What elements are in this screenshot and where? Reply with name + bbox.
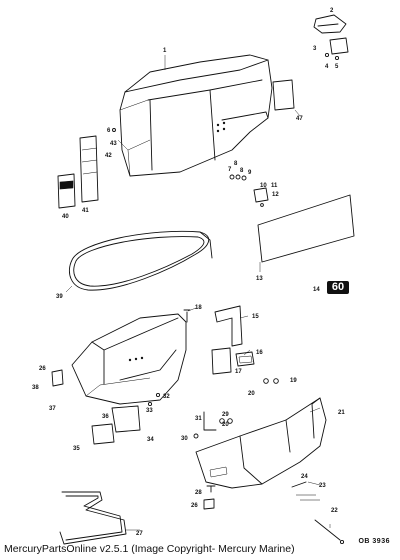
callout-10: 10 [260, 183, 267, 189]
callout-32: 32 [163, 394, 170, 400]
callout-24: 24 [301, 474, 308, 480]
callout-16: 16 [256, 350, 263, 356]
latch-hardware [229, 174, 269, 207]
callout-4: 4 [325, 64, 329, 70]
callout-5: 5 [335, 64, 339, 70]
callout-36: 36 [102, 414, 109, 420]
side-decals [57, 128, 116, 209]
callout-27: 27 [136, 531, 143, 537]
cowl-frame-27 [59, 491, 127, 545]
top-cowl [119, 54, 273, 177]
callout-6: 6 [107, 128, 111, 134]
lower-cowl-starboard [195, 397, 327, 489]
callout-43: 43 [110, 141, 117, 147]
callout-20b: 20 [222, 422, 229, 428]
callout-29: 29 [222, 412, 229, 418]
decal-panel-13 [257, 194, 355, 263]
callout-2: 2 [330, 8, 334, 14]
callout-35: 35 [73, 446, 80, 452]
callout-15: 15 [252, 314, 259, 320]
callout-14: 14 [313, 287, 320, 293]
callout-41: 41 [82, 208, 89, 214]
side-fasteners [219, 378, 279, 424]
callout-19: 19 [290, 378, 297, 384]
horsepower-decal-badge: 60 [327, 281, 349, 294]
callout-33: 33 [146, 408, 153, 414]
callout-38: 38 [32, 385, 39, 391]
callout-26b: 26 [191, 503, 198, 509]
callout-30: 30 [181, 436, 188, 442]
callout-31: 31 [195, 416, 202, 422]
decal-47 [272, 79, 295, 111]
callout-12: 12 [272, 192, 279, 198]
callout-34: 34 [147, 437, 154, 443]
callout-26: 26 [39, 366, 46, 372]
drawing-reference-code: OB 3936 [358, 538, 390, 545]
callout-8b: 8 [240, 168, 244, 174]
callout-23: 23 [319, 483, 326, 489]
callout-8: 8 [234, 161, 238, 167]
cowl-seal [68, 230, 213, 291]
latch-assembly [313, 14, 349, 61]
callout-11: 11 [271, 183, 278, 189]
callout-21: 21 [338, 410, 345, 416]
callout-37: 37 [49, 406, 56, 412]
callout-7: 7 [228, 167, 232, 173]
callout-40: 40 [62, 214, 69, 220]
copyright-footer: MercuryPartsOnline v2.5.1 (Image Copyrig… [4, 543, 295, 555]
callout-17: 17 [235, 369, 242, 375]
callout-39: 39 [56, 294, 63, 300]
lower-cowl-port [51, 313, 187, 405]
callout-20: 20 [248, 391, 255, 397]
lower-hardware [203, 481, 345, 545]
callout-1: 1 [163, 48, 167, 54]
callout-47: 47 [296, 116, 303, 122]
callout-3: 3 [313, 46, 317, 52]
bracket-assembly [183, 305, 255, 375]
callout-42: 42 [105, 153, 112, 159]
callout-9: 9 [248, 170, 252, 176]
callout-labels: 2 1 3 4 5 47 6 43 42 8 7 8 9 10 11 12 40… [32, 8, 345, 537]
callout-13: 13 [256, 276, 263, 282]
callout-28: 28 [195, 490, 202, 496]
callout-22: 22 [331, 508, 338, 514]
callout-18: 18 [195, 305, 202, 311]
leader-lines [65, 55, 331, 531]
small-parts [91, 392, 217, 445]
